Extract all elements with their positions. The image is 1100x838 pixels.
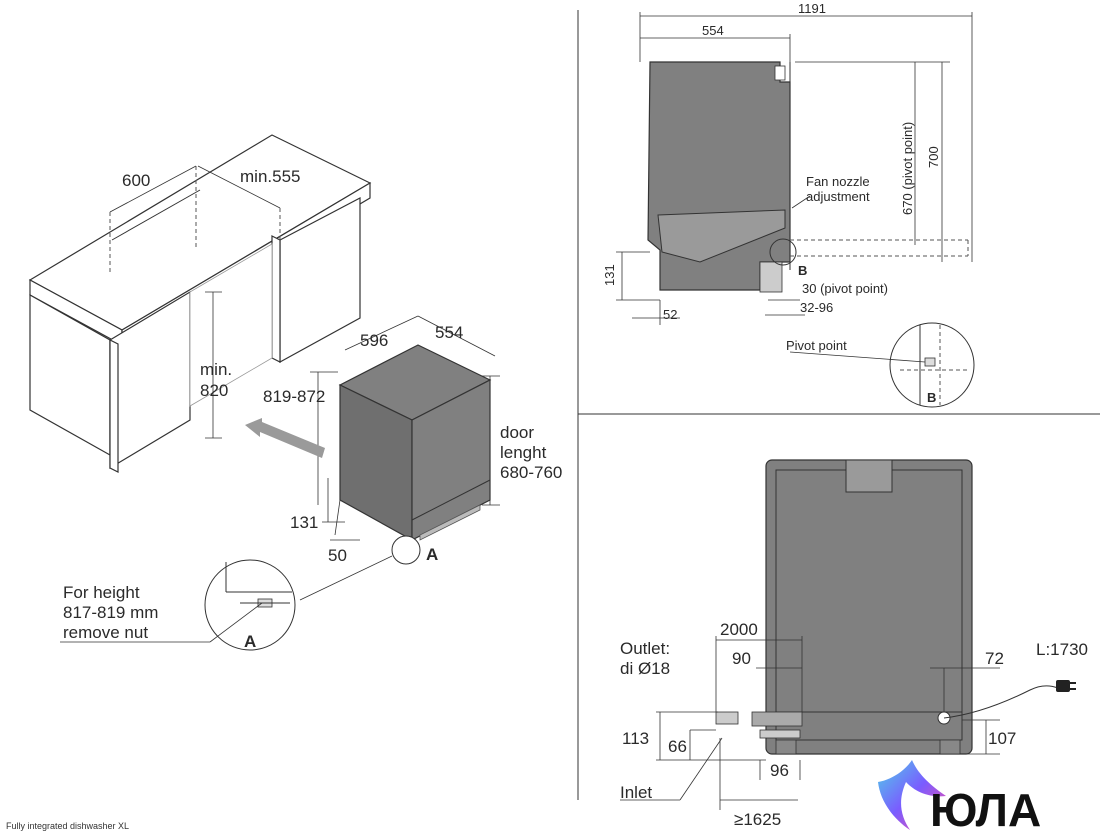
iso-plinth-depth: 50 [328,546,347,565]
detail-a-note-line1: For height [63,583,140,602]
side-door-gap: 32-96 [800,300,833,315]
detail-a [60,559,296,651]
rear-power-offset: 72 [985,649,1004,668]
detail-b [789,322,975,408]
side-detail-marker: B [798,263,807,278]
side-view-dimensions [616,12,973,325]
detail-a-note-line2: 817-819 mm [63,603,158,622]
iso-door-line1: door [500,423,534,442]
brand-logo-text: ЮЛА [930,784,1041,836]
kitchen-cabinet [28,134,372,473]
side-pivot-offset: 30 (pivot point) [802,281,888,296]
logo-mark-icon [878,760,946,830]
dishwasher-iso [338,344,492,542]
iso-depth-label: min.555 [240,167,300,186]
brand-logo [878,760,946,830]
rear-inlet-label: Inlet [620,783,652,802]
side-total-depth: 1191 [798,1,826,16]
detail-b-label: Pivot point [786,338,847,353]
iso-plinth-height: 131 [290,513,318,532]
side-fan-line2: adjustment [806,189,870,204]
iso-height-min-line1: min. [200,360,232,379]
side-fan-line1: Fan nozzle [806,174,870,189]
iso-appliance-depth: 554 [435,323,463,342]
rear-outlet-line1: Outlet: [620,639,670,658]
iso-appliance-height: 819-872 [263,387,325,406]
detail-a-marker-circle [391,535,421,565]
rear-view-dimensions [620,636,1076,810]
dishwasher-side-view [647,61,969,293]
rear-inlet-height: 66 [668,737,687,756]
side-plinth-height: 131 [602,264,617,286]
iso-door-line2: lenght [500,443,547,462]
rear-outlet-length: 2000 [720,620,758,639]
iso-door-line3: 680-760 [500,463,562,482]
iso-width-label: 600 [122,171,150,190]
detail-b-marker: B [927,390,936,405]
rear-outlet-line2: di Ø18 [620,659,670,678]
iso-detail-marker: A [426,545,438,564]
side-body-depth: 554 [702,23,724,38]
side-foot-offset: 52 [663,307,677,322]
rear-connection-height: 113 [622,729,649,748]
iso-dimensions [109,165,500,541]
detail-a-marker: A [244,632,256,651]
side-height-700: 700 [926,146,941,168]
rear-inlet-offset: 96 [770,761,789,780]
dishwasher-rear-view [715,459,973,755]
side-pivot-height: 670 (pivot point) [900,122,915,215]
iso-appliance-width: 596 [360,331,388,350]
detail-a-note-line3: remove nut [63,623,148,642]
rear-power-height: 107 [988,729,1016,748]
rear-power-cable: L:1730 [1036,640,1088,659]
rear-inlet-length: ≥1625 [734,810,781,829]
insert-direction-arrow [245,418,325,458]
rear-outlet-offset: 90 [732,649,751,668]
footer-caption: Fully integrated dishwasher XL [6,821,130,831]
iso-height-min-line2: 820 [200,381,228,400]
